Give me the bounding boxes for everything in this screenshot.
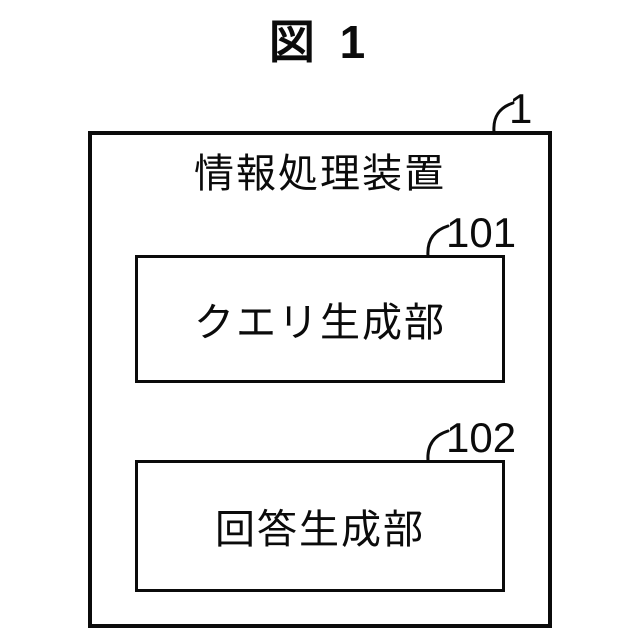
query-generation-block: クエリ生成部: [135, 255, 505, 383]
ref-number-answer-block: 102: [446, 414, 517, 461]
ref-number-query-block: 101: [446, 209, 517, 256]
query-generation-label: クエリ生成部: [194, 301, 446, 345]
answer-generation-label: 回答生成部: [215, 508, 425, 552]
ref-number-device: 1: [509, 85, 533, 132]
answer-generation-block: 回答生成部: [135, 460, 505, 592]
device-label: 情報処理装置: [194, 152, 446, 196]
figure-title: 図 1: [268, 16, 372, 68]
